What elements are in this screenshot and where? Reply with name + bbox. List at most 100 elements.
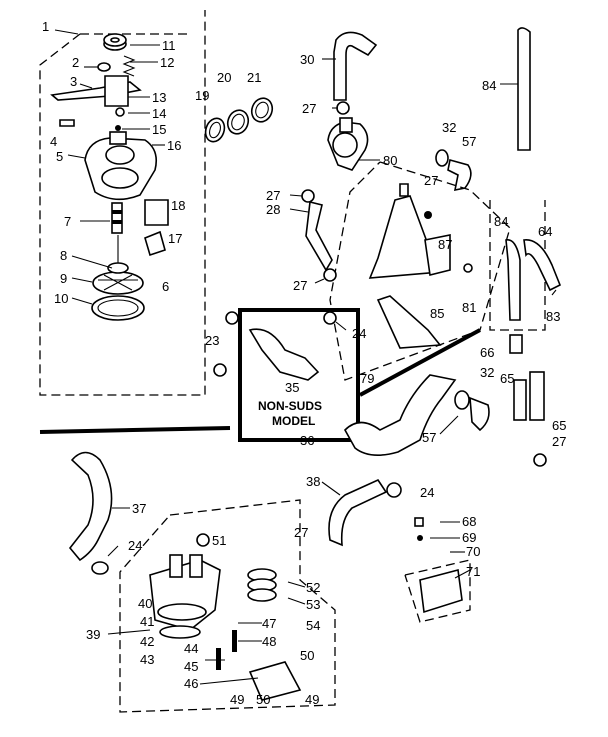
screw-part <box>463 263 473 273</box>
clamp-part-8 <box>533 453 547 467</box>
non-suds-label-1: NON-SUDS <box>258 399 322 413</box>
callout-66: 66 <box>480 345 494 360</box>
callout-54: 54 <box>306 618 320 633</box>
callout-50a: 50 <box>300 648 314 663</box>
clamp-part-10 <box>196 533 210 547</box>
filter-part-2 <box>513 379 527 421</box>
callout-16: 16 <box>167 138 181 153</box>
callout-15: 15 <box>152 122 166 137</box>
callout-18: 18 <box>171 198 185 213</box>
callout-5: 5 <box>56 149 63 164</box>
callout-2: 2 <box>72 55 79 70</box>
callout-4: 4 <box>50 134 57 149</box>
callout-14: 14 <box>152 106 166 121</box>
hose-84-part <box>505 239 521 321</box>
callout-35: 35 <box>285 380 299 395</box>
callout-39: 39 <box>86 627 100 642</box>
bolt-part <box>115 107 125 117</box>
callout-7: 7 <box>64 214 71 229</box>
callout-36: 36 <box>300 433 314 448</box>
callout-24a: 24 <box>352 326 366 341</box>
inlet-hose-part <box>333 31 378 101</box>
suds-hose-part <box>248 328 320 381</box>
section-divider <box>39 426 231 434</box>
clamp-part-2 <box>301 189 315 203</box>
callout-41: 41 <box>140 614 154 629</box>
callout-64: 64 <box>538 224 552 239</box>
callout-30: 30 <box>300 52 314 67</box>
bolts-part <box>216 630 237 670</box>
callout-65a: 65 <box>500 371 514 386</box>
clamp-part-5 <box>225 311 239 325</box>
clamp-part-7 <box>386 482 402 498</box>
callout-69: 69 <box>462 530 476 545</box>
callout-42: 42 <box>140 634 154 649</box>
callout-83: 83 <box>546 309 560 324</box>
ring-part <box>454 390 470 410</box>
callout-32b: 32 <box>480 365 494 380</box>
callout-51: 51 <box>212 533 226 548</box>
seal-rings-part <box>204 97 274 143</box>
pulley-part <box>103 33 127 51</box>
pump-part <box>149 554 221 639</box>
pump-hose-part <box>344 374 457 456</box>
fitting-part <box>509 334 523 354</box>
callout-27f: 27 <box>552 434 566 449</box>
callout-38: 38 <box>306 474 320 489</box>
callout-11: 11 <box>162 38 176 53</box>
agitator-tub-part <box>368 183 451 279</box>
callout-45: 45 <box>184 659 198 674</box>
callout-10: 10 <box>54 291 68 306</box>
small-nut-part <box>115 125 121 131</box>
shaft-stack-part <box>111 202 123 234</box>
hose-64-part <box>523 239 562 292</box>
mount-plate-part <box>248 661 302 701</box>
callout-19: 19 <box>195 88 209 103</box>
callout-49b: 49 <box>305 692 319 707</box>
callout-27e: 27 <box>294 525 308 540</box>
impeller-part <box>92 262 144 295</box>
callout-52: 52 <box>306 580 320 595</box>
clamp-part-9 <box>91 561 109 575</box>
callout-20: 20 <box>217 70 231 85</box>
callout-57b: 57 <box>422 430 436 445</box>
callout-71: 71 <box>466 564 480 579</box>
callout-12: 12 <box>160 55 174 70</box>
divider-line <box>359 328 481 397</box>
clamp-part-3 <box>323 268 337 282</box>
callout-numbers: 1 2 3 4 5 6 7 8 9 10 11 12 13 14 15 16 1… <box>42 19 566 707</box>
callout-17: 17 <box>168 231 182 246</box>
callout-24c: 24 <box>128 538 142 553</box>
callout-49a: 49 <box>230 692 244 707</box>
callout-46: 46 <box>184 676 198 691</box>
bracket-70-part <box>419 568 463 614</box>
callout-43: 43 <box>140 652 154 667</box>
leader-lines <box>54 29 557 685</box>
callout-1: 1 <box>42 19 49 34</box>
callout-27b: 27 <box>266 188 280 203</box>
tub-frame <box>329 161 511 381</box>
clamp-part-6 <box>213 363 227 377</box>
elbow-part <box>469 396 490 432</box>
pump-body-part <box>84 131 158 201</box>
callout-24b: 24 <box>420 485 434 500</box>
coil-spring-part <box>247 568 277 602</box>
callout-50b: 50 <box>256 692 270 707</box>
washer-part <box>97 62 111 72</box>
callout-85: 85 <box>430 306 444 321</box>
callout-40: 40 <box>138 596 152 611</box>
assembly-frame-left <box>39 10 206 396</box>
callout-53: 53 <box>306 597 320 612</box>
right-frame <box>489 200 546 331</box>
drain-pipe-part <box>328 478 388 547</box>
clamp-part <box>336 101 350 115</box>
callout-37: 37 <box>132 501 146 516</box>
callout-3: 3 <box>70 74 77 89</box>
drain-hose-part <box>517 27 531 151</box>
callout-48: 48 <box>262 634 276 649</box>
callout-65b: 65 <box>552 418 566 433</box>
callout-27d: 27 <box>424 173 438 188</box>
brake-housing-part <box>104 75 129 107</box>
spring-part <box>122 55 136 77</box>
